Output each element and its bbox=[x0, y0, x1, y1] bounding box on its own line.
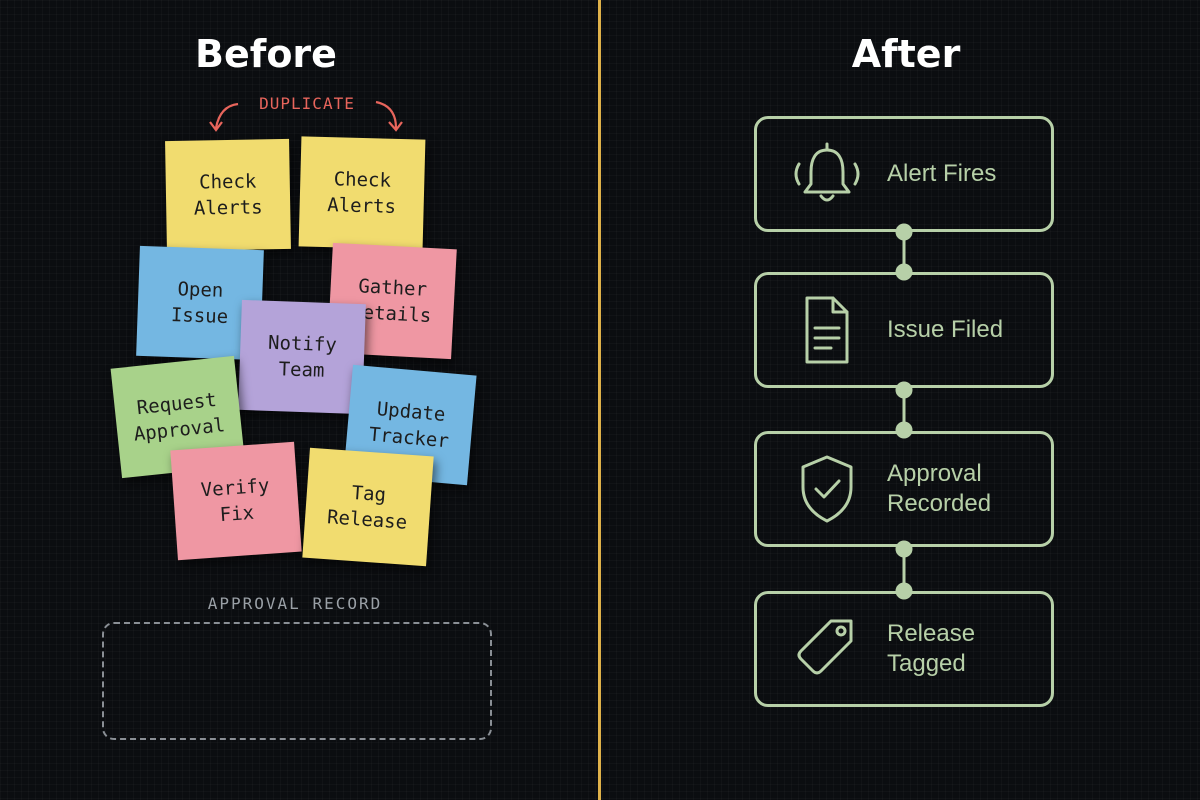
sticky-note-tag-release: Tag Release bbox=[302, 447, 434, 567]
flow-step-label: Alert Fires bbox=[887, 160, 997, 187]
flow-step-label: Approval Recorded bbox=[887, 460, 992, 517]
flow-step-release-tagged: Release Tagged bbox=[754, 591, 1054, 707]
after-heading: After bbox=[851, 32, 961, 76]
before-heading: Before bbox=[195, 32, 337, 76]
shield-check-icon bbox=[801, 455, 853, 523]
duplicate-arrows-icon bbox=[209, 100, 403, 132]
flow-step-label: Issue Filed bbox=[887, 316, 1004, 343]
flow-step-issue-filed: Issue Filed bbox=[754, 272, 1054, 388]
bell-icon bbox=[794, 142, 860, 202]
approval-record-empty-box bbox=[102, 622, 492, 740]
tag-icon bbox=[797, 619, 853, 675]
sticky-note-check-alerts-2: Check Alerts bbox=[298, 136, 426, 250]
center-divider bbox=[598, 0, 601, 800]
duplicate-label: DUPLICATE bbox=[259, 94, 355, 113]
flow-step-alert-fires: Alert Fires bbox=[754, 116, 1054, 232]
sticky-note-check-alerts-1: Check Alerts bbox=[165, 138, 291, 252]
document-icon bbox=[805, 296, 849, 364]
sticky-note-notify-team: Notify Team bbox=[238, 299, 366, 415]
approval-record-label: APPROVAL RECORD bbox=[207, 594, 383, 613]
flow-step-label: Release Tagged bbox=[887, 620, 976, 677]
flow-step-approval-recorded: Approval Recorded bbox=[754, 431, 1054, 547]
sticky-note-verify-fix: Verify Fix bbox=[170, 441, 302, 561]
